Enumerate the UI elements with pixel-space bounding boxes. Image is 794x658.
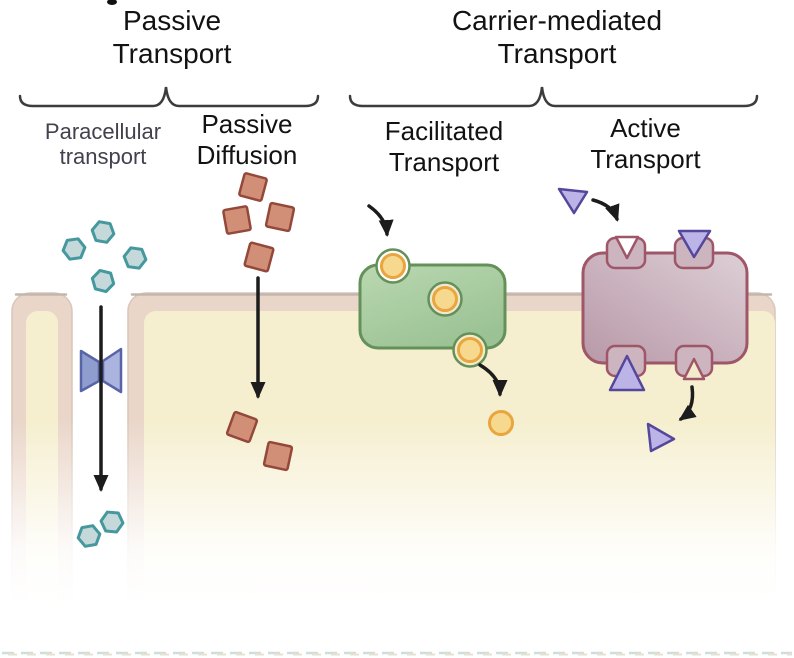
tight-junction-icon xyxy=(79,347,123,394)
facilitated-arrow-out xyxy=(478,363,508,397)
group-label-passive-transport: Passive Transport xyxy=(112,5,232,69)
cropped-title-fragment xyxy=(107,0,117,5)
carrier-group-brace xyxy=(348,86,759,108)
hexagon-molecule xyxy=(90,220,116,244)
solute-circle xyxy=(432,286,458,312)
label-active-transport: Active Transport xyxy=(590,113,701,174)
solute-circle xyxy=(457,337,483,363)
square-molecule xyxy=(264,201,296,233)
hexagon-molecule xyxy=(61,237,87,261)
square-molecule xyxy=(238,172,268,202)
bottom-fade-overlay xyxy=(0,420,794,658)
hexagon-molecule xyxy=(90,268,116,294)
group-label-carrier-mediated-transport: Carrier-mediated Transport xyxy=(451,5,663,69)
square-molecule xyxy=(243,241,275,273)
triangle-molecule xyxy=(557,187,589,215)
passive-diffusion-graphic xyxy=(222,172,296,472)
active-arrow-out xyxy=(678,385,697,421)
active-transport-graphic xyxy=(557,187,749,453)
triangle-molecule xyxy=(608,354,646,392)
facilitated-arrow-in xyxy=(367,204,394,237)
hexagon-molecule xyxy=(122,246,148,270)
binding-notch xyxy=(614,235,640,260)
label-passive-diffusion: Passive Diffusion xyxy=(196,109,298,170)
active-pump-protein xyxy=(581,251,749,365)
triangle-molecule xyxy=(677,229,712,259)
square-molecule xyxy=(225,410,259,444)
label-facilitated-transport: Facilitated Transport xyxy=(384,116,504,177)
paracellular-transport-graphic xyxy=(61,220,148,548)
triangle-molecule xyxy=(646,422,676,453)
hexagon-molecules xyxy=(61,220,148,548)
solute-circle xyxy=(488,410,514,436)
square-molecule xyxy=(262,440,294,472)
label-paracellular-transport: Paracellular transport xyxy=(44,119,162,169)
hexagon-molecule xyxy=(76,524,102,548)
square-molecule xyxy=(222,205,252,235)
active-arrow-in xyxy=(591,198,620,222)
binding-notch xyxy=(682,357,706,381)
solute-circle xyxy=(380,253,406,279)
hexagon-molecule xyxy=(99,510,125,534)
passive-group-brace xyxy=(18,86,320,108)
facilitated-transport-graphic xyxy=(358,204,514,436)
cropped-caption-dashes xyxy=(2,651,792,656)
